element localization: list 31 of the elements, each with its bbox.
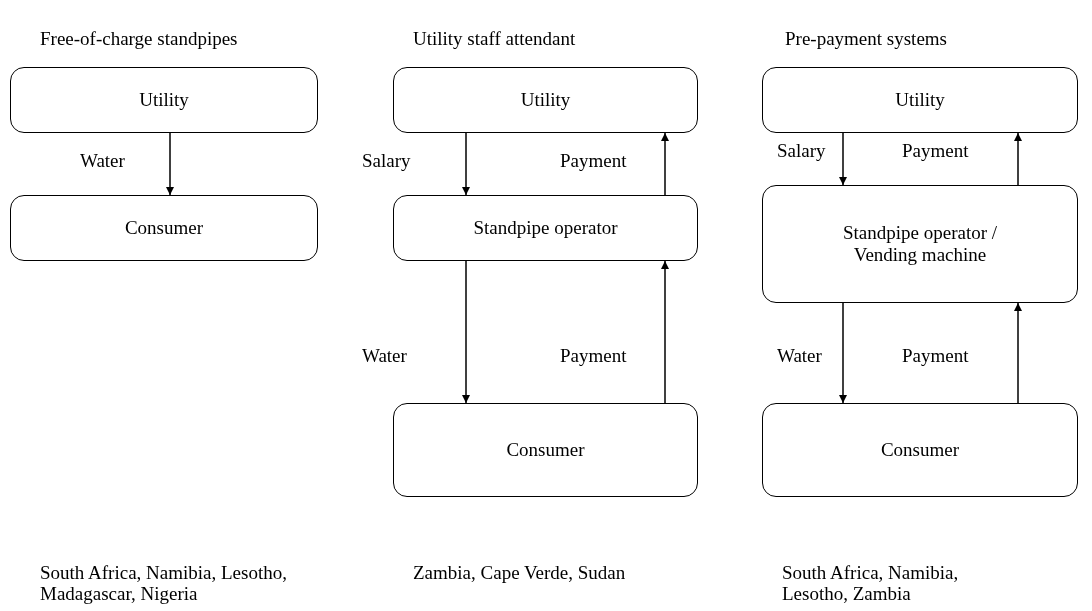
arrow (661, 260, 669, 404)
rounded-box (10, 67, 318, 133)
rounded-box (762, 67, 1078, 133)
box-label: Consumer (124, 217, 204, 239)
rounded-box (10, 195, 318, 261)
country-list: South Africa, Namibia, Lesotho, Zambia (782, 562, 1022, 604)
box-label: Utility (520, 89, 571, 111)
arrow (166, 132, 174, 196)
arrow (1014, 302, 1022, 404)
column-heading: Utility staff attendant (413, 28, 576, 49)
arrow (1014, 132, 1022, 186)
column-heading: Pre-payment systems (785, 28, 947, 49)
country-list: Zambia, Cape Verde, Sudan (413, 562, 713, 583)
arrow (839, 302, 847, 404)
box-label: Utility (895, 89, 945, 111)
box-label: Standpipe operator / Vending machine (841, 222, 999, 266)
rounded-box (762, 403, 1078, 497)
box-label: Standpipe operator (473, 217, 618, 239)
box-label: Consumer (506, 439, 585, 461)
rounded-box (762, 185, 1078, 303)
box-label: Utility (139, 89, 189, 111)
arrow (462, 260, 470, 404)
country-list: South Africa, Namibia, Lesotho, Madagascar, Nigeria (40, 562, 340, 604)
arrow (462, 132, 470, 196)
box-label: Consumer (880, 439, 960, 461)
arrow (661, 132, 669, 196)
arrow (839, 132, 847, 186)
column-heading: Free-of-charge standpipes (40, 28, 238, 49)
rounded-box (393, 195, 698, 261)
rounded-box (393, 403, 698, 497)
rounded-box (393, 67, 698, 133)
